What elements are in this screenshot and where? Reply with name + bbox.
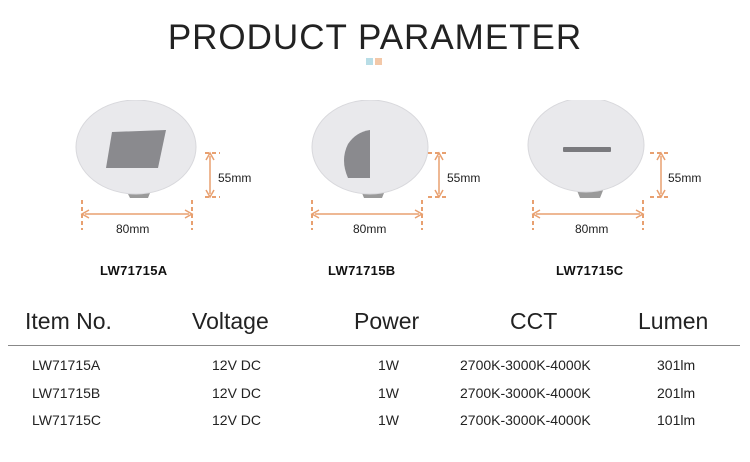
width-dimension: 80mm — [116, 222, 150, 236]
column-header-cct: CCT — [510, 308, 558, 334]
product-image-a — [75, 100, 220, 230]
table-row: LW71715B 12V DC 1W 2700K-3000K-4000K 201… — [0, 385, 750, 409]
column-header-item-no: Item No. — [25, 308, 112, 334]
table-row: LW71715C 12V DC 1W 2700K-3000K-4000K 101… — [0, 412, 750, 436]
product-card-a: 55mm 80mm LW71715A — [70, 100, 320, 290]
header-divider — [8, 345, 740, 346]
height-dimension: 55mm — [218, 171, 252, 185]
product-image-c — [527, 100, 670, 230]
accent-dot-peach — [375, 58, 382, 65]
table-header: Item No. Voltage Power CCT Lumen — [0, 308, 750, 344]
column-header-power: Power — [354, 308, 420, 334]
model-label: LW71715A — [100, 263, 168, 278]
cell-item-no: LW71715C — [32, 412, 102, 428]
height-dimension: 55mm — [447, 171, 481, 185]
column-header-voltage: Voltage — [192, 308, 269, 334]
width-dimension: 80mm — [353, 222, 387, 236]
model-label: LW71715C — [556, 263, 624, 278]
product-image-b — [310, 100, 448, 230]
cell-item-no: LW71715B — [32, 385, 101, 401]
accent-dot-blue — [366, 58, 373, 65]
cell-cct: 2700K-3000K-4000K — [460, 357, 591, 373]
width-dimension: 80mm — [575, 222, 609, 236]
cell-cct: 2700K-3000K-4000K — [460, 385, 591, 401]
cell-lumen: 101lm — [657, 412, 696, 428]
cell-power: 1W — [378, 357, 399, 373]
height-dimension: 55mm — [668, 171, 702, 185]
product-card-c: 55mm 80mm LW71715C — [520, 100, 750, 290]
cell-voltage: 12V DC — [212, 385, 262, 401]
page-title: PRODUCT PARAMETER — [167, 18, 583, 57]
cell-voltage: 12V DC — [212, 412, 262, 428]
cell-lumen: 301lm — [657, 357, 696, 373]
cell-power: 1W — [378, 412, 399, 428]
cell-voltage: 12V DC — [212, 357, 262, 373]
cell-power: 1W — [378, 385, 399, 401]
model-label: LW71715B — [328, 263, 396, 278]
product-card-b: 55mm 80mm LW71715B — [298, 100, 548, 290]
cell-item-no: LW71715A — [32, 357, 101, 373]
cell-lumen: 201lm — [657, 385, 696, 401]
column-header-lumen: Lumen — [638, 308, 709, 334]
table-row: LW71715A 12V DC 1W 2700K-3000K-4000K 301… — [0, 357, 750, 381]
cell-cct: 2700K-3000K-4000K — [460, 412, 591, 428]
